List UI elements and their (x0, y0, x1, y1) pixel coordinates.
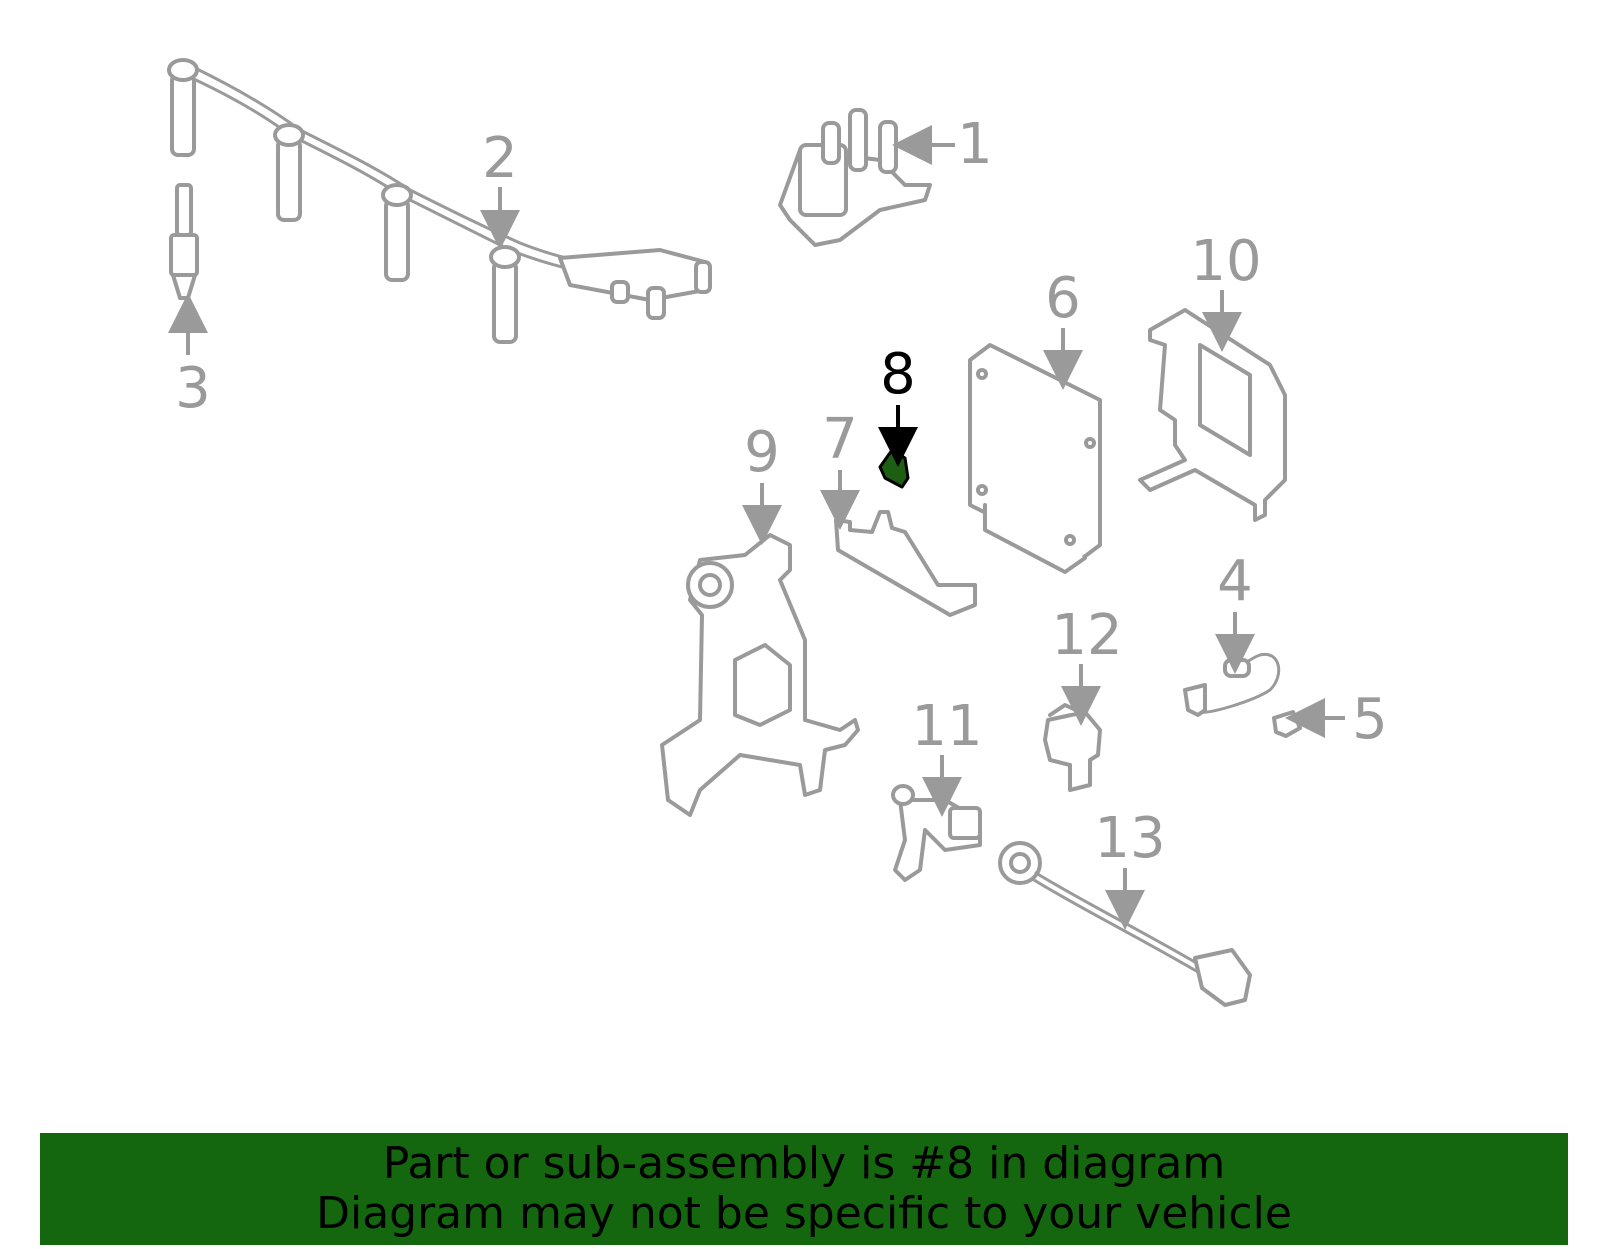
spark-plug-part[interactable] (169, 183, 199, 300)
banner-line-part: Part or sub-assembly is #8 in diagram (382, 1138, 1226, 1189)
callout-leaders (168, 125, 1345, 930)
callout-5[interactable]: 5 (1352, 687, 1388, 752)
ignition-wire-set-part[interactable] (167, 58, 712, 344)
callout-8[interactable]: 8 (880, 342, 916, 407)
callout-12[interactable]: 12 (1051, 603, 1122, 668)
callout-10[interactable]: 10 (1190, 229, 1261, 294)
parts-diagram: 1 2 3 4 5 6 7 8 9 10 11 12 13 (167, 58, 1388, 1007)
callout-labels: 1 2 3 4 5 6 7 8 9 10 11 12 13 (175, 112, 1388, 871)
clip-part-5[interactable] (1272, 710, 1302, 738)
callout-9[interactable]: 9 (744, 420, 780, 485)
callout-7[interactable]: 7 (822, 407, 858, 472)
callout-4[interactable]: 4 (1217, 549, 1253, 614)
sensor-part-4[interactable] (1183, 652, 1281, 717)
callout-6[interactable]: 6 (1045, 266, 1081, 331)
banner-line-disclaimer: Diagram may not be specific to your vehi… (316, 1188, 1292, 1239)
ignition-coil-part[interactable] (778, 108, 932, 247)
engine-control-module-part[interactable] (968, 343, 1102, 574)
sensor-part-12[interactable] (1043, 703, 1102, 792)
callout-2[interactable]: 2 (482, 126, 518, 191)
callout-11[interactable]: 11 (911, 694, 982, 759)
callout-3[interactable]: 3 (175, 356, 211, 421)
bracket-part-7[interactable] (834, 510, 977, 617)
part-8-highlighted[interactable] (878, 448, 910, 489)
ecm-bracket-part[interactable] (1138, 308, 1287, 522)
position-sensor-part-11[interactable] (891, 784, 982, 882)
callout-13[interactable]: 13 (1094, 806, 1165, 871)
callout-1[interactable]: 1 (957, 112, 993, 177)
mounting-bracket-part-9[interactable] (660, 533, 860, 817)
info-banner: Part or sub-assembly is #8 in diagram Di… (40, 1133, 1568, 1245)
